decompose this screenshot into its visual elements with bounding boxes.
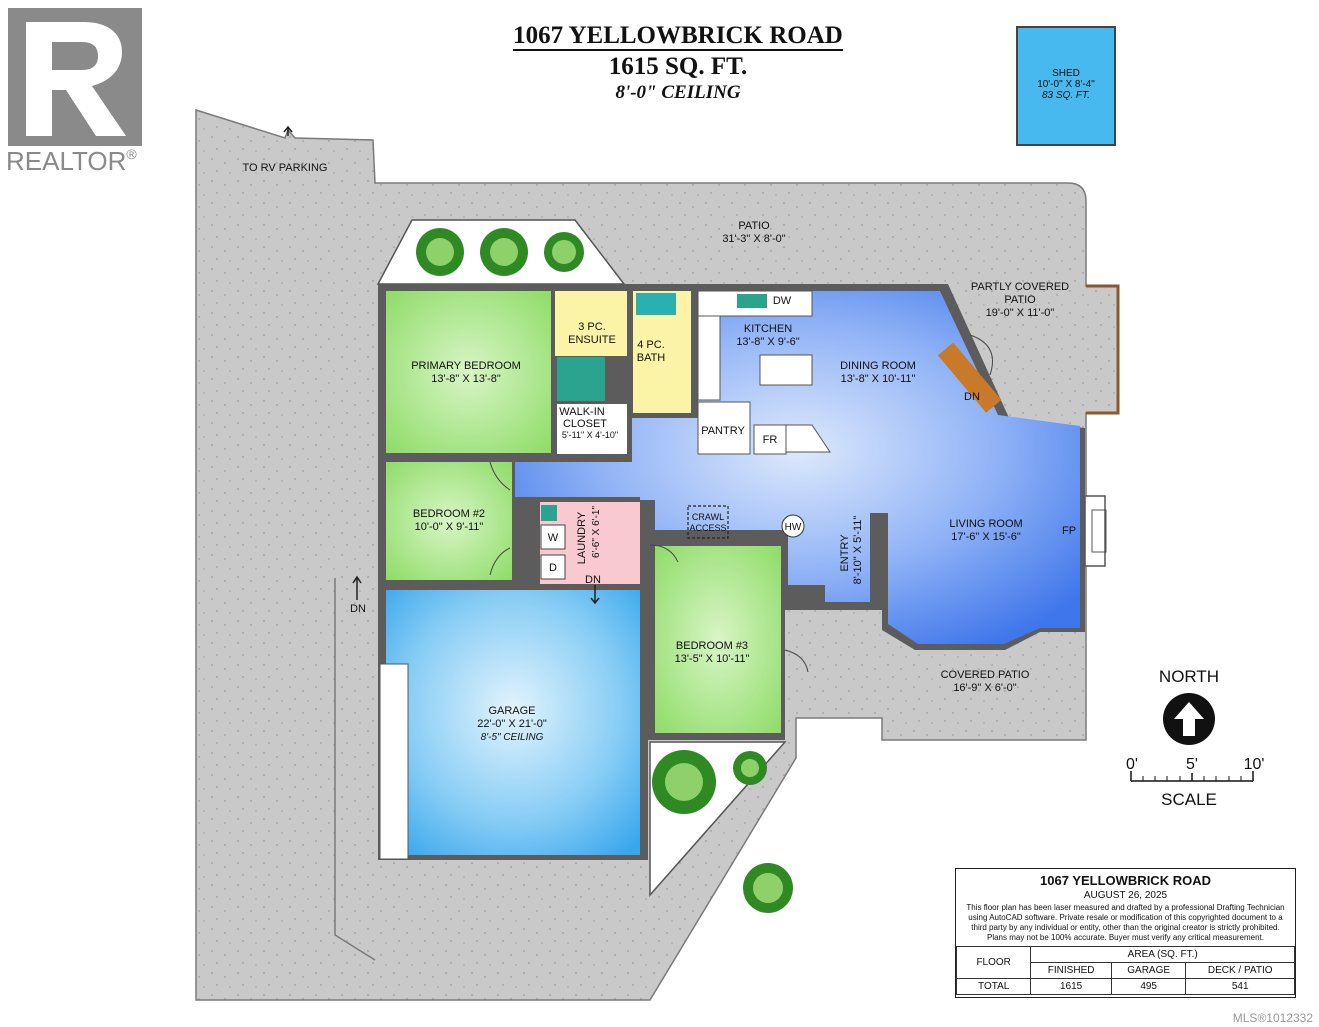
total-finished: 1615 <box>1030 978 1112 995</box>
dn-left-label: DN <box>350 603 366 615</box>
tree-1 <box>416 228 464 276</box>
room-primary-bedroom <box>386 291 551 453</box>
square-footage: 1615 SQ. FT. <box>608 53 748 80</box>
crawl-label-2: ACCESS <box>689 523 726 533</box>
laundry-dims: 6'-6" X 6'-1" <box>591 506 602 559</box>
floor-header: FLOOR <box>955 946 1032 979</box>
patio-name: PATIO <box>738 220 770 232</box>
shed-dims: 10'-0" X 8'-4" <box>1037 79 1095 90</box>
dishwasher-label: DW <box>773 295 792 307</box>
total-deck-patio: 541 <box>1185 978 1295 995</box>
walkin-dims: 5'-11" X 4'-10" <box>562 430 618 440</box>
col-garage: GARAGE <box>1110 962 1187 979</box>
mls-number: MLS®1012332 <box>1232 1011 1313 1025</box>
tree-3 <box>544 232 584 272</box>
plan-header: 1067 YELLOWBRICK ROAD 1615 SQ. FT. 8'-0"… <box>478 22 878 104</box>
laundry-name: LAUNDRY <box>576 511 588 564</box>
disclaimer: This floor plan has been laser measured … <box>956 903 1295 943</box>
crawl-label-1: CRAWL <box>692 512 724 522</box>
garage-name: GARAGE <box>488 705 535 717</box>
hot-water-label: HW <box>785 522 802 533</box>
shed: SHED 10'-0" X 8'-4" 83 SQ. FT. <box>1016 26 1116 146</box>
tree-2 <box>480 228 528 276</box>
col-finished: FINISHED <box>1030 962 1112 979</box>
realtor-logo: REALTOR® <box>4 4 154 179</box>
scale-tick-0: 0' <box>1126 756 1138 773</box>
pantry-name: PANTRY <box>701 425 745 437</box>
living-room-dims: 17'-6" X 15'-6" <box>951 531 1021 543</box>
scale-label: SCALE <box>1161 790 1217 809</box>
disclaimer-line-2: using AutoCAD software. Private resale o… <box>968 913 1283 922</box>
washer-label: W <box>548 532 559 544</box>
garage-ceiling: 8'-5" CEILING <box>481 732 544 743</box>
primary-bedroom-dims: 13'-8" X 13'-8" <box>431 373 501 385</box>
registered-mark: ® <box>126 146 137 162</box>
dining-room-dims: 13'-8" X 10'-11" <box>841 373 916 385</box>
kitchen-name: KITCHEN <box>744 323 792 335</box>
covered-patio-name: COVERED PATIO <box>941 669 1030 681</box>
walkin-name-1: WALK-IN <box>559 406 604 418</box>
garage-dims: 22'-0" X 21'-0" <box>477 718 547 730</box>
tree-5 <box>733 751 767 785</box>
scale-bar <box>1130 771 1254 782</box>
room-main-living <box>515 291 1080 644</box>
area-table: FLOOR AREA (SQ. FT.) FINISHED GARAGE DEC… <box>955 946 1295 995</box>
walkin-name-2: CLOSET <box>563 418 607 430</box>
entry-dims: 8'-10" X 5'-11" <box>852 516 864 585</box>
partly-covered-name-2: PATIO <box>1004 294 1036 306</box>
patio-dims: 31'-3" X 8'-0" <box>722 233 785 245</box>
room-bedroom-2 <box>386 462 512 580</box>
dining-room-name: DINING ROOM <box>840 360 916 372</box>
bedroom-2-dims: 10'-0" X 9'-11" <box>415 521 484 533</box>
area-header: AREA (SQ. FT.) <box>1030 946 1295 963</box>
kitchen-dims: 13'-8" X 9'-6" <box>736 336 799 348</box>
rv-parking-label: TO RV PARKING <box>243 162 328 174</box>
title-block-date: AUGUST 26, 2025 <box>1083 890 1168 901</box>
tree-4 <box>652 750 716 814</box>
north-arrow-icon <box>1163 693 1215 745</box>
bedroom-3-dims: 13'-5" X 10'-11" <box>675 653 750 665</box>
room-garage <box>386 590 640 855</box>
address-title: 1067 YELLOWBRICK ROAD <box>513 22 843 51</box>
total-garage: 495 <box>1110 978 1187 995</box>
primary-bedroom-name: PRIMARY BEDROOM <box>411 360 521 372</box>
scale-tick-10: 10' <box>1244 756 1265 773</box>
ceiling-height: 8'-0" CEILING <box>615 82 741 103</box>
title-block-title: 1067 YELLOWBRICK ROAD <box>1040 873 1211 888</box>
realtor-logo-mark <box>8 8 142 146</box>
disclaimer-line-1: This floor plan has been laser measured … <box>966 903 1285 912</box>
fireplace-label: FP <box>1062 525 1076 537</box>
dn-patio-label: DN <box>964 391 980 403</box>
partly-covered-dims: 19'-0" X 11'-0" <box>986 307 1055 319</box>
tree-6 <box>743 863 793 913</box>
ground-patio <box>195 108 1119 1001</box>
title-block: 1067 YELLOWBRICK ROAD AUGUST 26, 2025 Th… <box>955 868 1296 998</box>
bedroom-2-name: BEDROOM #2 <box>413 508 485 520</box>
living-room-name: LIVING ROOM <box>949 518 1022 530</box>
ensuite-name-1: 3 PC. <box>578 321 606 333</box>
fridge-label: FR <box>763 434 778 446</box>
dn-laundry-label: DN <box>585 574 601 586</box>
disclaimer-line-3: third party by any individual or entity,… <box>971 923 1280 932</box>
partly-covered-name: PARTLY COVERED <box>971 281 1069 293</box>
room-bath <box>633 291 691 413</box>
col-deck-patio: DECK / PATIO <box>1185 962 1295 979</box>
bath-name-1: 4 PC. <box>637 339 665 351</box>
bedroom-3-name: BEDROOM #3 <box>676 640 748 652</box>
row-total-label: TOTAL <box>955 978 1032 995</box>
room-ensuite <box>555 291 627 356</box>
dryer-label: D <box>549 562 557 574</box>
scale-tick-5: 5' <box>1186 756 1198 773</box>
shed-area: 83 SQ. FT. <box>1042 90 1090 101</box>
realtor-logo-text: REALTOR <box>6 146 127 176</box>
covered-patio-dims: 16'-9" X 6'-0" <box>953 682 1016 694</box>
disclaimer-line-4: Plans may not be 100% accurate. Buyer mu… <box>986 933 1264 942</box>
room-laundry <box>540 502 640 584</box>
north-label: NORTH <box>1159 667 1219 686</box>
shed-name: SHED <box>1052 68 1080 79</box>
room-bedroom-3 <box>655 546 781 733</box>
entry-name: ENTRY <box>839 534 851 572</box>
bath-name-2: BATH <box>637 352 666 364</box>
ensuite-name-2: ENSUITE <box>568 334 616 346</box>
